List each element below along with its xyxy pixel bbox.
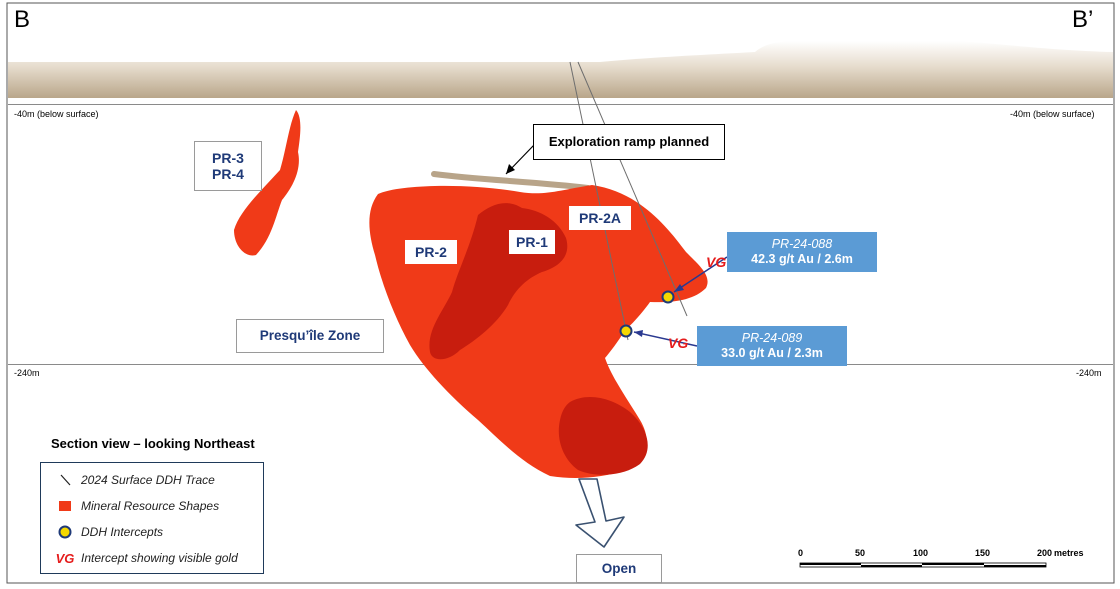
zone-label-pr4: PR-4 bbox=[212, 166, 244, 182]
hole-result-pr-24-089: PR-24-089 33.0 g/t Au / 2.3m bbox=[697, 326, 847, 366]
scale-tick-50: 50 bbox=[855, 548, 866, 558]
elevation-label-bottom-left: -240m bbox=[14, 368, 40, 378]
zone-label-pr3-pr4: PR-3 PR-4 bbox=[194, 141, 262, 191]
ddh-trace-icon bbox=[55, 470, 75, 490]
legend-label: DDH Intercepts bbox=[81, 525, 164, 539]
legend-label: 2024 Surface DDH Trace bbox=[81, 473, 215, 487]
hole-088-arrowhead bbox=[674, 284, 684, 292]
hole-grade: 33.0 g/t Au / 2.3m bbox=[721, 346, 823, 360]
legend: 2024 Surface DDH Trace Mineral Resource … bbox=[40, 462, 264, 574]
scale-tick-0: 0 bbox=[798, 548, 804, 558]
yellow-circle-icon bbox=[55, 522, 75, 542]
intercept-marker-pr-24-088 bbox=[661, 290, 675, 304]
ddh-trace-pr-24-088 bbox=[577, 61, 688, 317]
ramp-callout-arrowhead bbox=[506, 164, 515, 174]
legend-item-resource-shapes: Mineral Resource Shapes bbox=[55, 496, 219, 516]
section-view-title: Section view – looking Northeast bbox=[51, 436, 255, 451]
hole-grade: 42.3 g/t Au / 2.6m bbox=[751, 252, 853, 266]
scale-tick-100: 100 bbox=[913, 548, 929, 558]
legend-label: Intercept showing visible gold bbox=[81, 551, 238, 565]
section-end-label: B’ bbox=[1072, 6, 1094, 33]
ground-surface bbox=[8, 41, 1113, 98]
legend-item-ddh-trace: 2024 Surface DDH Trace bbox=[55, 470, 215, 490]
legend-item-ddh-intercepts: DDH Intercepts bbox=[55, 522, 163, 542]
scale-tick-200: 200 bbox=[1037, 548, 1053, 558]
scale-bar bbox=[799, 562, 1047, 568]
resource-core-lower bbox=[558, 397, 648, 475]
elevation-label-top-right: -40m (below surface) bbox=[1010, 109, 1095, 119]
hole-id: PR-24-089 bbox=[741, 331, 803, 345]
hole-088-arrow-line bbox=[673, 256, 728, 293]
zone-label-pr2a: PR-2A bbox=[569, 206, 631, 230]
vg-marker-pr-24-089: VG bbox=[668, 335, 689, 351]
exploration-ramp bbox=[431, 171, 591, 191]
vg-marker-pr-24-088: VG bbox=[706, 254, 727, 270]
zone-label-pr1: PR-1 bbox=[509, 230, 555, 254]
section-start-label: B bbox=[14, 6, 31, 33]
zone-label-pr3: PR-3 bbox=[212, 150, 244, 166]
legend-label: Mineral Resource Shapes bbox=[81, 499, 220, 513]
open-label: Open bbox=[576, 554, 662, 583]
ddh-trace-pr-24-089 bbox=[569, 61, 629, 341]
legend-item-visible-gold: VG Intercept showing visible gold bbox=[55, 548, 238, 568]
scale-tick-150: 150 bbox=[975, 548, 991, 558]
ramp-callout: Exploration ramp planned bbox=[533, 124, 725, 160]
elevation-label-bottom-right: -240m bbox=[1076, 368, 1102, 378]
hole-089-arrowhead bbox=[634, 330, 643, 337]
elevation-label-top-left: -40m (below surface) bbox=[14, 109, 99, 119]
vg-icon: VG bbox=[55, 550, 75, 566]
hole-result-pr-24-088: PR-24-088 42.3 g/t Au / 2.6m bbox=[727, 232, 877, 272]
hole-id: PR-24-088 bbox=[771, 237, 833, 251]
red-square-icon bbox=[55, 496, 75, 516]
zone-label-presquile: Presqu’île Zone bbox=[236, 319, 384, 353]
open-direction-arrow bbox=[575, 478, 625, 548]
resource-shape-pr3-pr4 bbox=[234, 110, 301, 256]
figure-frame bbox=[6, 2, 1115, 584]
scale-unit: metres bbox=[1054, 548, 1084, 558]
hole-089-arrow-line bbox=[633, 331, 698, 347]
zone-label-pr2: PR-2 bbox=[405, 240, 457, 264]
intercept-marker-pr-24-089 bbox=[619, 324, 633, 338]
